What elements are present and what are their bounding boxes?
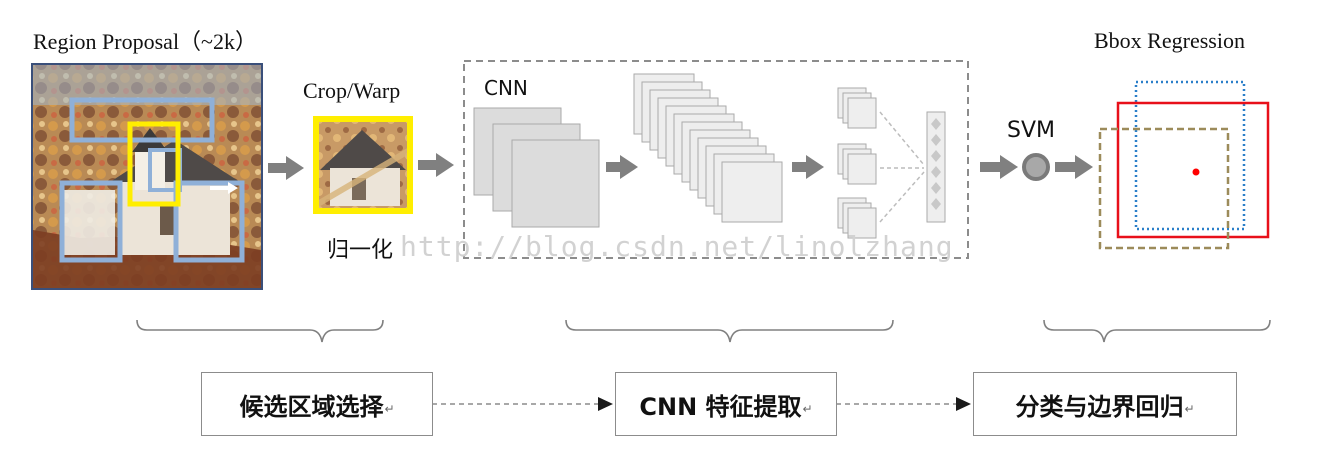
- brace-region: [136, 319, 384, 343]
- stage-connector-1: [432, 397, 613, 411]
- crop-warp-label: Crop/Warp: [303, 78, 401, 103]
- input-image-frame: [31, 63, 263, 290]
- region-proposal-label: Region Proposal（~2k）: [33, 29, 257, 54]
- center-point: [1192, 168, 1200, 176]
- cnn-container: [463, 60, 969, 259]
- warped-image: [313, 116, 413, 214]
- input-image: [31, 63, 263, 290]
- proposal-box: [59, 180, 123, 263]
- stage-label: 候选区域选择: [239, 392, 384, 421]
- bbox-regression-label: Bbox Regression: [1094, 28, 1245, 53]
- arrow-to-cnn: [418, 153, 454, 177]
- stage-label: 分类与边界回归: [1015, 392, 1184, 421]
- svm-label: SVM: [1007, 118, 1055, 143]
- svm-node: [1022, 153, 1050, 181]
- predicted-box-dotted: [1134, 80, 1246, 231]
- arrow-to-bbox: [1055, 155, 1093, 179]
- selected-proposal-box: [127, 121, 181, 207]
- stage-box-classify-regress: 分类与边界回归↵: [973, 372, 1237, 436]
- proposal-box: [173, 180, 245, 263]
- ground-truth-box: [1116, 101, 1270, 239]
- arrow-to-svm: [980, 155, 1018, 179]
- stage-connector-2: [836, 397, 971, 411]
- fully-connected-layer: [926, 111, 946, 223]
- return-mark: ↵: [802, 402, 813, 416]
- stage-box-cnn-features: CNN 特征提取↵: [615, 372, 837, 436]
- stage-box-region-selection: 候选区域选择↵: [201, 372, 433, 436]
- arrow-conv-1: [606, 155, 638, 179]
- brace-classify: [1043, 319, 1271, 343]
- proposal-box-dashed: [1098, 127, 1230, 250]
- return-mark: ↵: [1184, 402, 1195, 416]
- arrow-conv-2: [792, 155, 824, 179]
- conv-block-2: [633, 73, 783, 223]
- watermark: http://blog.csdn.net/linolzhang: [400, 230, 954, 263]
- feature-maps: [837, 87, 877, 239]
- warped-image-frame: [313, 116, 413, 214]
- stage-label: CNN 特征提取: [639, 392, 802, 421]
- return-mark: ↵: [384, 402, 395, 416]
- conv-block-1: [473, 107, 600, 228]
- normalize-label: 归一化: [327, 238, 394, 263]
- proposal-box: [69, 97, 215, 143]
- brace-cnn: [565, 319, 894, 343]
- arrow-to-crop: [268, 156, 304, 180]
- cnn-label: CNN: [484, 76, 528, 100]
- fc-connections: [879, 111, 925, 223]
